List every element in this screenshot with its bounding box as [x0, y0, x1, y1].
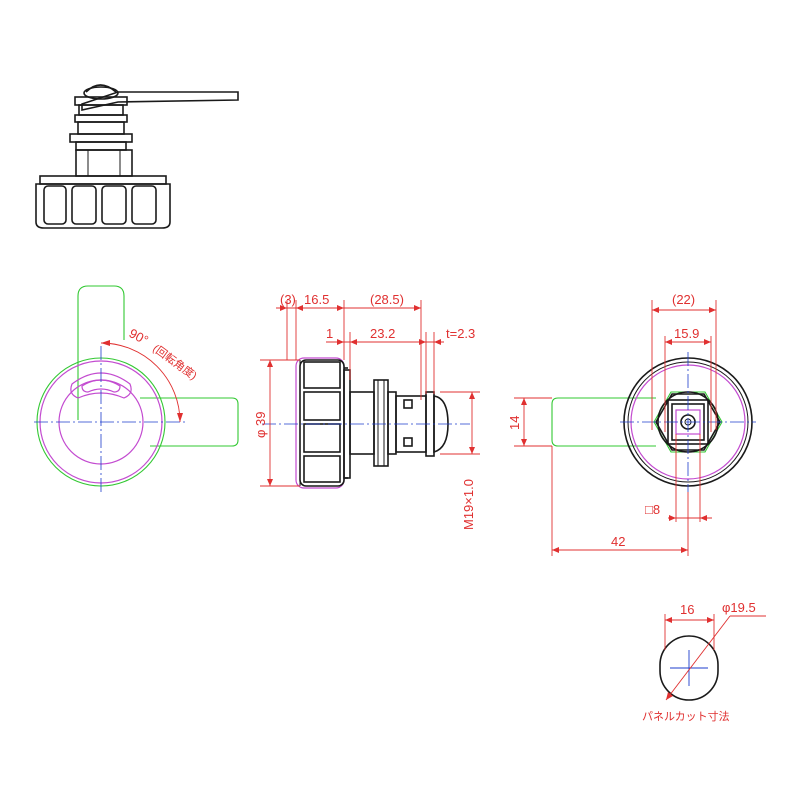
dim-3: (3) [280, 292, 296, 307]
side-view: (3) 16.5 (28.5) 1 23.2 t=2.3 φ 39 M19×1.… [253, 292, 480, 530]
dim-42: 42 [611, 534, 625, 549]
rotation-angle-note: (回転角度) [150, 341, 200, 382]
dim-23-2: 23.2 [370, 326, 395, 341]
dim-14: 14 [507, 416, 522, 430]
dim-diameter-19-5: φ19.5 [722, 600, 756, 615]
dim-16: 16 [680, 602, 694, 617]
dim-15-9: 15.9 [674, 326, 699, 341]
panel-cut-view: 16 φ19.5 パネルカット寸法 [642, 600, 766, 723]
dim-square-8: □8 [645, 502, 660, 517]
angle-label: 90° [127, 325, 151, 347]
panel-cut-caption: パネルカット寸法 [642, 709, 730, 723]
dim-thickness: t=2.3 [446, 326, 475, 341]
perspective-view [35, 84, 239, 229]
dim-diameter-39: φ 39 [253, 411, 268, 438]
dim-16-5: 16.5 [304, 292, 329, 307]
dim-28-5: (28.5) [370, 292, 404, 307]
dim-22: (22) [672, 292, 695, 307]
dim-1: 1 [326, 326, 333, 341]
rear-view: (22) 15.9 14 □8 42 [507, 292, 756, 556]
front-view: 90° (回転角度) [34, 285, 239, 494]
dim-thread-m19: M19×1.0 [461, 479, 476, 530]
